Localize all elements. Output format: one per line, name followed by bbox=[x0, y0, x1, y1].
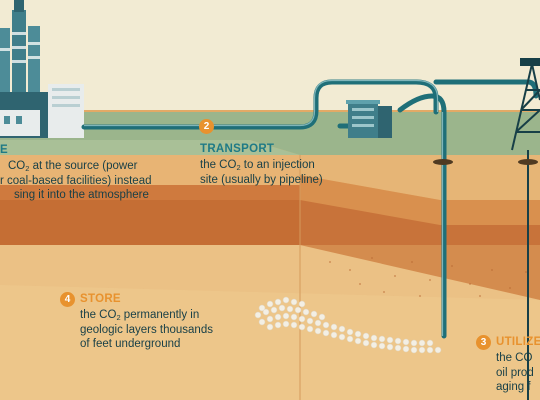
store-line-1: the CO2 permanently in bbox=[80, 309, 200, 322]
step-number-3: 3 bbox=[476, 335, 491, 350]
transport-heading: TRANSPORT bbox=[200, 143, 275, 155]
utilize-line-1: the CO bbox=[496, 352, 533, 364]
capture-heading: E bbox=[0, 144, 8, 156]
capture-line-2: r coal-based facilities) instead bbox=[0, 174, 152, 187]
store-text: the CO2 permanently in geologic layers t… bbox=[80, 308, 213, 352]
store-heading: STORE bbox=[80, 293, 121, 305]
step-utilize: 3 UTILIZE the CO oil prod aging f bbox=[476, 334, 540, 400]
step-number-2: 2 bbox=[199, 119, 214, 134]
reservoir-texture bbox=[329, 257, 527, 297]
store-line-3: of feet underground bbox=[80, 338, 181, 350]
power-plant-icon bbox=[0, 0, 84, 138]
step-number-4: 4 bbox=[60, 292, 75, 307]
capture-line-1: CO2 at the source (power bbox=[8, 160, 138, 173]
transport-line-2: site (usually by pipeline) bbox=[200, 173, 323, 186]
oil-derrick-icon bbox=[511, 63, 540, 400]
soil-layer-top-right bbox=[300, 155, 540, 200]
utilize-heading: UTILIZE bbox=[496, 336, 540, 348]
utilize-text: the CO oil prod aging f bbox=[496, 351, 534, 395]
store-line-2: geologic layers thousands bbox=[80, 323, 213, 336]
grass-surface bbox=[0, 112, 540, 155]
transport-text: the CO2 to an injection site (usually by… bbox=[200, 158, 323, 187]
utilize-line-2: oil prod bbox=[496, 366, 534, 379]
transport-line-1: the CO2 to an injection bbox=[200, 159, 315, 172]
compressor-station-icon bbox=[346, 100, 392, 138]
capture-line-3: sing it into the atmosphere bbox=[14, 189, 149, 201]
co2-bubbles-icon bbox=[254, 296, 442, 354]
utilize-line-3: aging f bbox=[496, 381, 531, 393]
capture-text: CO2 at the source (power r coal-based fa… bbox=[0, 159, 152, 203]
